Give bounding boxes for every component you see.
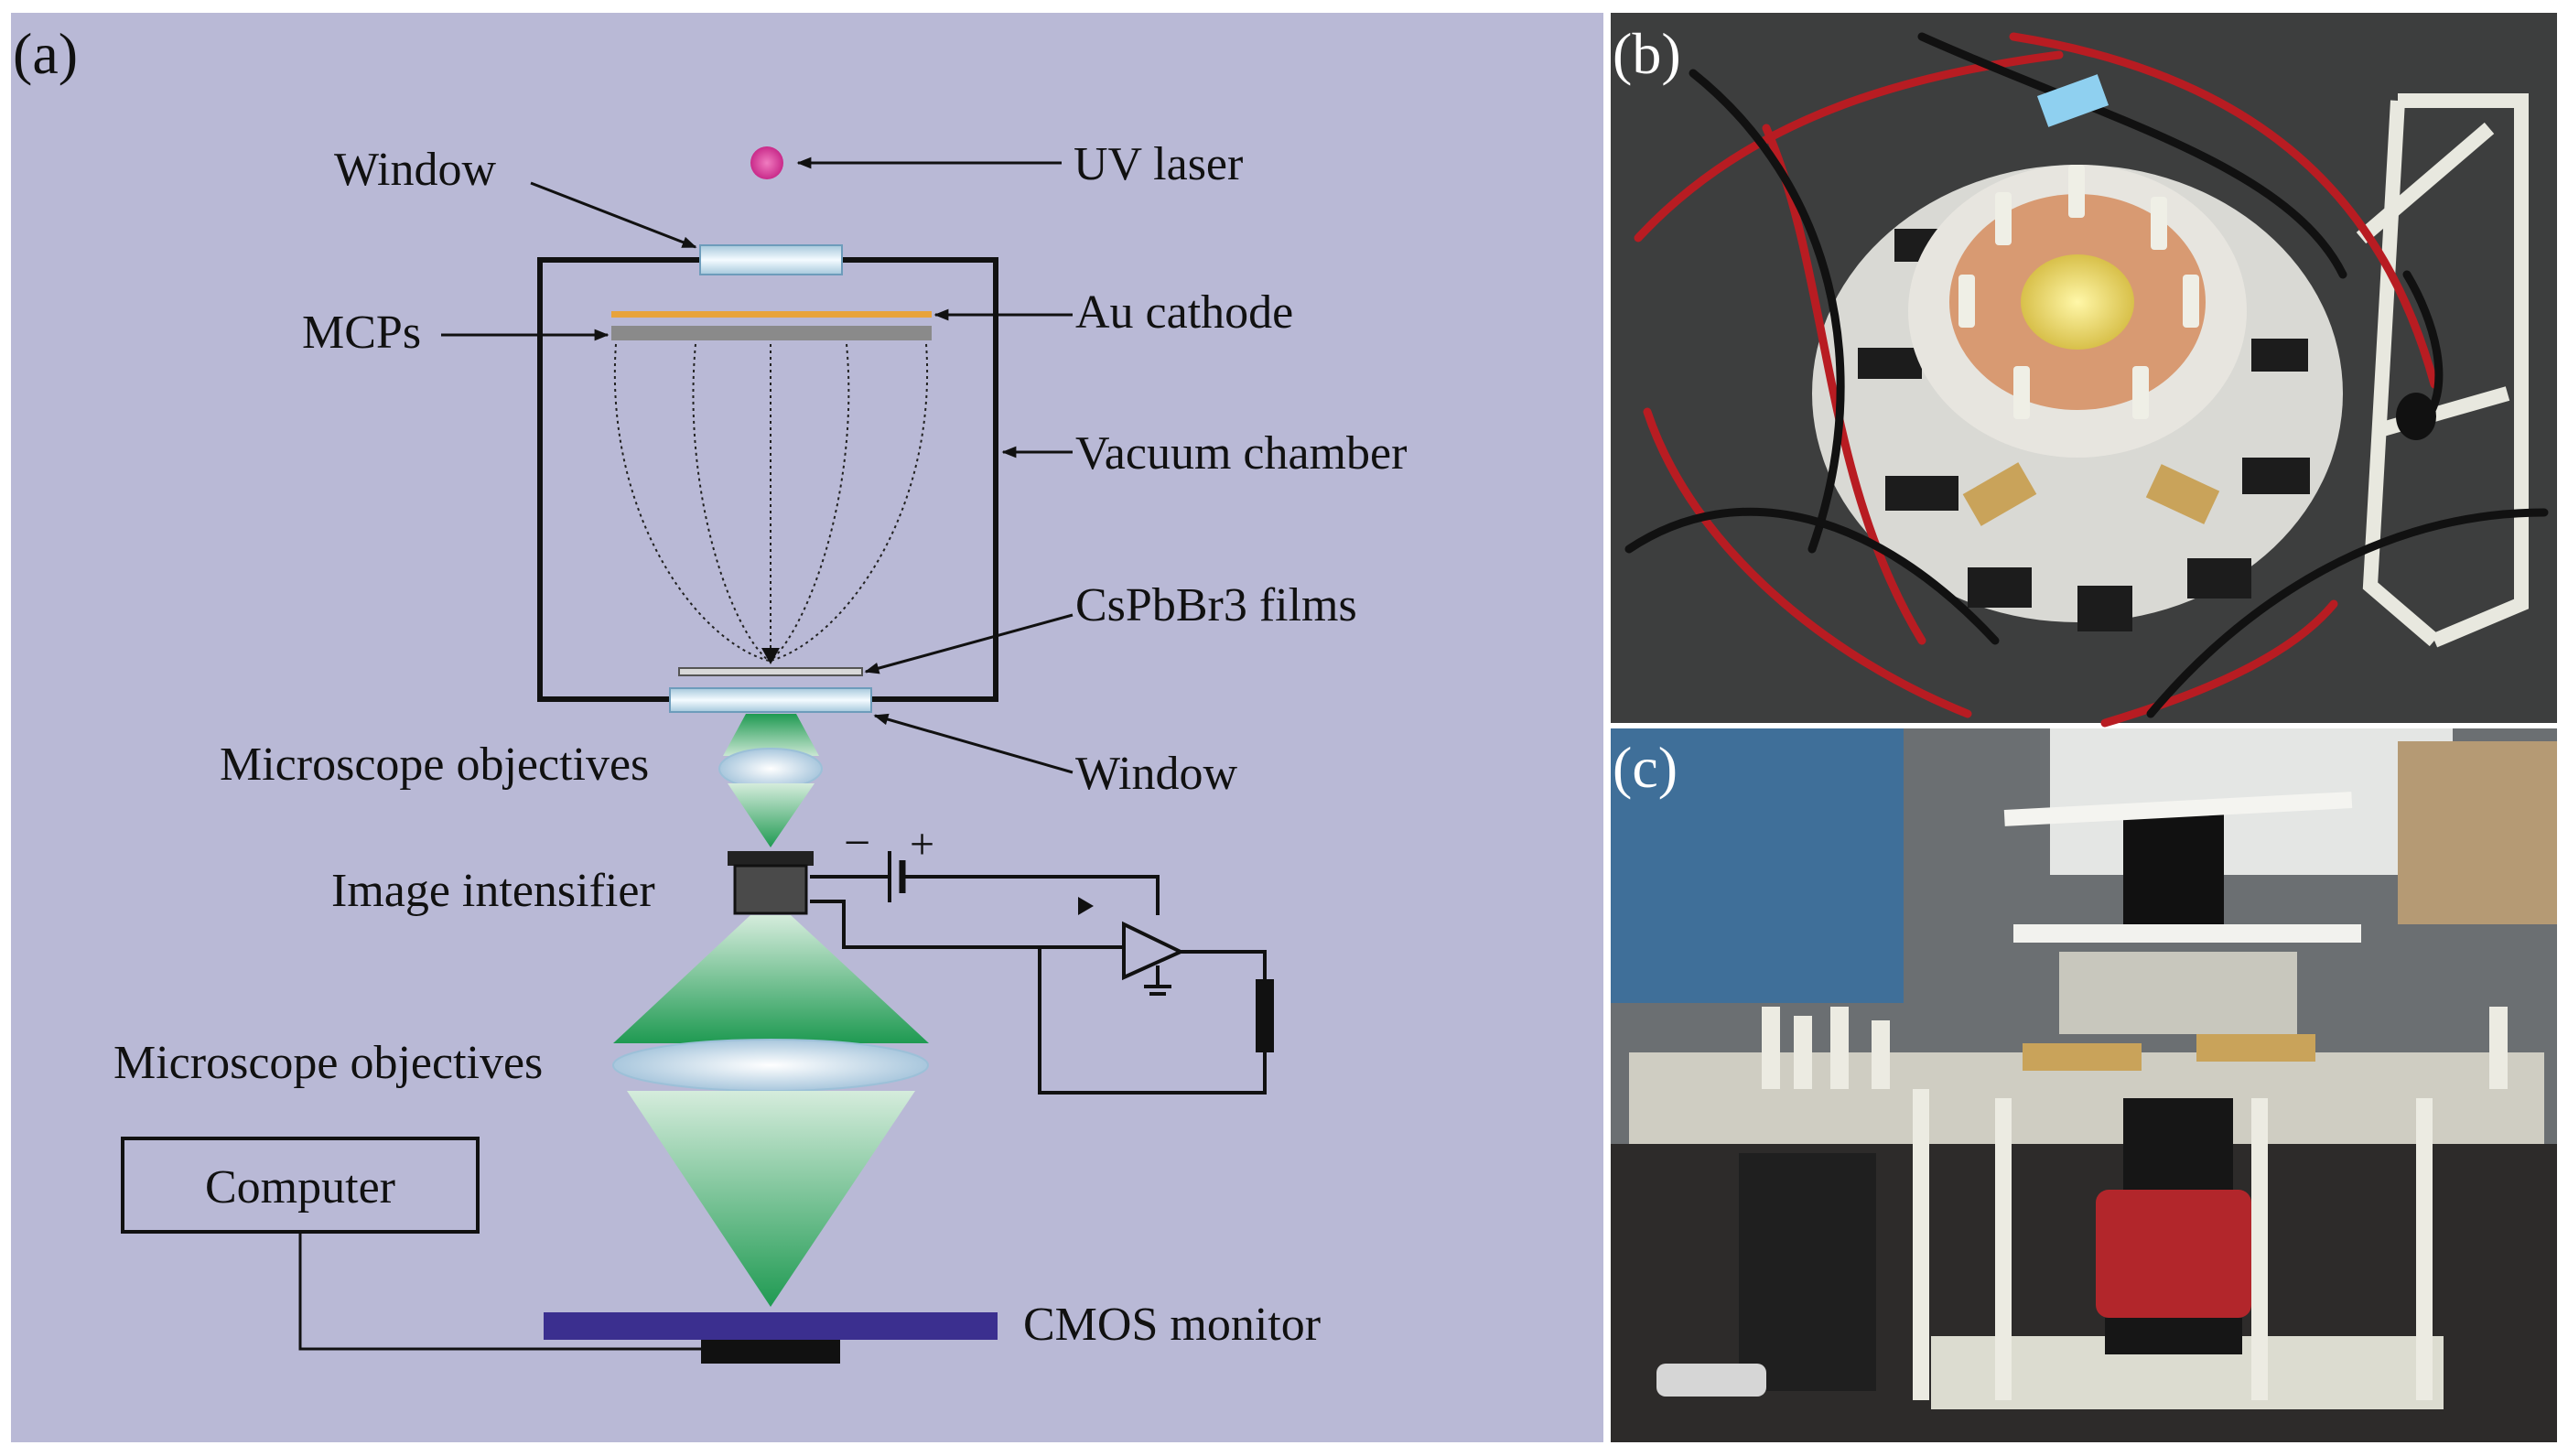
battery-plus: + <box>910 820 934 868</box>
photo-b-gold-cathode <box>2021 254 2134 350</box>
cmos-monitor <box>544 1312 998 1340</box>
photo-c-micrometer <box>1656 1364 1766 1397</box>
objectives-2-label: Microscope objectives <box>113 1037 543 1089</box>
cmos-base <box>701 1340 840 1364</box>
photo-b-pcb-right <box>2145 464 2220 524</box>
image-intensifier <box>733 864 808 915</box>
load-resistor <box>1256 979 1274 1052</box>
photo-c-detector-black <box>2123 1098 2233 1199</box>
photo-c-detector-base <box>2105 1318 2242 1354</box>
mcps-label: MCPs <box>302 307 421 359</box>
feedback-arrowhead <box>1078 897 1094 915</box>
photo-b-tag <box>2036 74 2109 127</box>
computer-label: Computer <box>205 1161 395 1213</box>
photo-c-posts <box>1762 1007 2508 1400</box>
window-bottom-arrow <box>873 713 1074 774</box>
photo-c-window-right <box>2398 741 2557 924</box>
objectives-1-label: Microscope objectives <box>220 739 649 791</box>
cmos-monitor-label: CMOS monitor <box>1023 1299 1321 1351</box>
photo-c-top-shield <box>2003 792 2353 826</box>
mcp-stack <box>611 326 932 340</box>
light-cone-bottom-big <box>627 1091 915 1307</box>
photo-b-connector <box>2396 393 2436 440</box>
electron-trajectories <box>613 343 929 662</box>
photo-c-translation-stage <box>1739 1153 1876 1391</box>
photo-c-mid-stage <box>2059 952 2297 1034</box>
photo-c-blue-frame <box>1611 728 1904 1003</box>
panel-c-photo: (c) <box>1611 728 2557 1442</box>
films-arrow <box>864 613 1074 674</box>
films-label: CsPbBr3 films <box>1075 579 1357 631</box>
photo-c-detector-red <box>2096 1190 2251 1318</box>
photo-c-top-plate <box>2013 924 2361 943</box>
battery-minus: − <box>844 817 870 869</box>
photo-c-pcb-right <box>2196 1034 2315 1062</box>
window-bottom-label: Window <box>1075 748 1237 800</box>
microscope-objective-2 <box>612 1039 929 1092</box>
panel-a-tag: (a) <box>13 21 78 86</box>
top-window <box>699 244 843 275</box>
window-top-arrow <box>530 181 697 249</box>
au-cathode-label: Au cathode <box>1075 286 1293 339</box>
photo-b-cables <box>1624 32 2549 728</box>
panel-b-photo: (b) <box>1611 13 2557 728</box>
image-intensifier-label: Image intensifier <box>331 865 655 917</box>
light-cone-top-big <box>613 915 929 1043</box>
photo-b-pcb-left <box>1962 462 2037 526</box>
microscope-objective-1 <box>718 748 823 790</box>
photo-b-standoffs <box>1958 165 2199 419</box>
au-cathode <box>611 311 932 318</box>
image-intensifier-cap <box>728 851 814 866</box>
cspbbr3-film <box>678 667 863 676</box>
trajectory-arrowhead <box>761 648 780 664</box>
uv-laser-spot <box>750 146 783 179</box>
light-cone-lower <box>728 783 815 847</box>
bottom-window <box>669 687 872 713</box>
photo-c-stack-black <box>2123 814 2224 924</box>
light-cone-upper <box>723 714 819 756</box>
photo-c-pcb-left <box>2023 1043 2142 1071</box>
panel-b-tag: (b) <box>1613 21 1681 86</box>
vacuum-chamber-label: Vacuum chamber <box>1075 427 1407 480</box>
uv-laser-label: UV laser <box>1074 138 1243 190</box>
amplifier-circuit <box>810 851 1267 1095</box>
panel-a-diagram: (a) UV laser Window Au cathode MCPs Vacu… <box>11 13 1603 1442</box>
computer-cable <box>298 1232 701 1351</box>
panel-c-tag: (c) <box>1613 735 1678 800</box>
photo-c-tray <box>1629 1052 2544 1144</box>
window-top-label: Window <box>334 144 496 196</box>
